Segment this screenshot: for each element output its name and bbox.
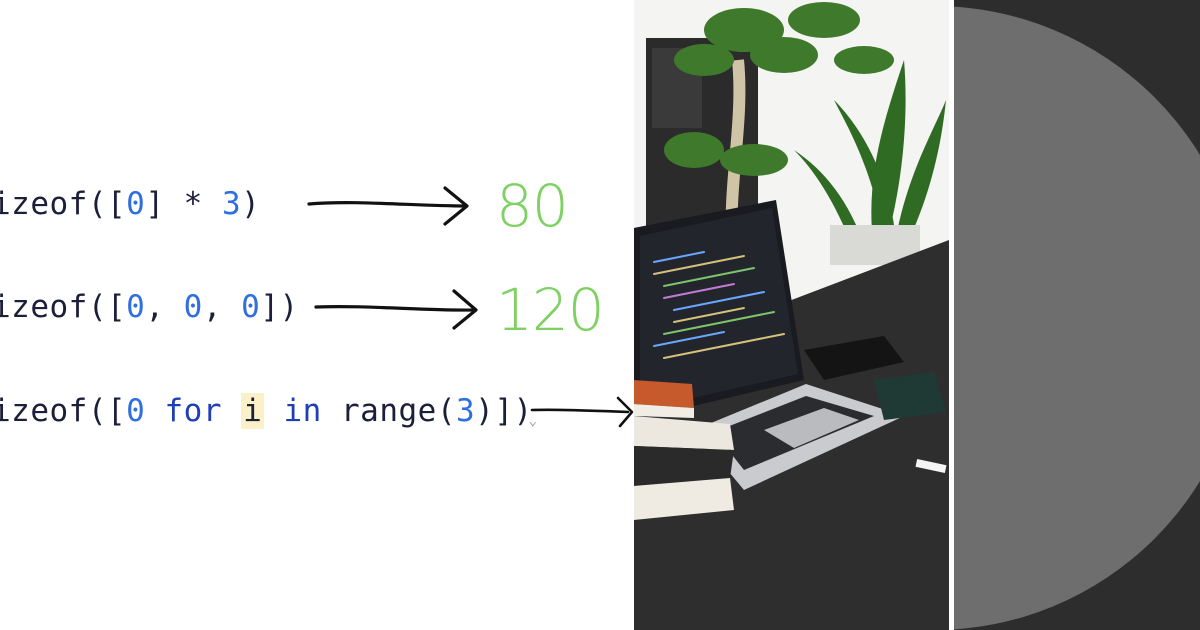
code-text: ): [241, 186, 261, 222]
code-number: 0: [183, 289, 203, 325]
code-text: ,: [202, 289, 242, 325]
code-text: ] *: [145, 186, 222, 222]
gray-circle-shape: [954, 6, 1200, 630]
code-text: izeof([: [0, 289, 127, 325]
code-text: ,: [145, 289, 184, 325]
code-text: ]): [260, 289, 299, 325]
code-line-1: izeof([0] * 3): [0, 186, 260, 222]
code-text: izeof([: [0, 186, 127, 222]
result-value: 80: [496, 172, 569, 240]
code-line-3: izeof([0 for i in range(3)])⌄: [0, 393, 538, 429]
code-function: range(: [341, 393, 456, 429]
code-number: 0: [126, 289, 146, 325]
code-number: 0: [241, 289, 261, 325]
code-number: 0: [126, 186, 146, 222]
code-number: 3: [456, 393, 476, 429]
panel-divider: [949, 0, 954, 630]
code-text: [264, 393, 283, 429]
code-keyword: for: [164, 393, 222, 429]
code-text: izeof([: [0, 393, 127, 429]
code-panel: izeof([0] * 3) izeof([0, 0, 0]) izeof([0…: [0, 172, 634, 429]
code-text: [322, 393, 341, 429]
code-number: 3: [221, 186, 242, 222]
code-text: [222, 393, 241, 429]
code-text: [145, 393, 164, 429]
result-value: 120: [496, 276, 605, 344]
arrow-icon: [307, 186, 469, 226]
dark-panel: [954, 0, 1200, 630]
arrow-icon: [314, 289, 478, 330]
code-keyword: in: [283, 393, 322, 429]
desk-scene-image: [634, 0, 949, 630]
arrow-icon: [530, 396, 634, 428]
laptop-photo: [634, 0, 949, 630]
code-text: )]): [475, 393, 533, 429]
warning-squiggle-icon: ⌄: [528, 413, 538, 429]
code-number: 0: [126, 393, 146, 429]
highlighted-variable: i: [241, 393, 265, 429]
code-line-2: izeof([0, 0, 0]): [0, 289, 299, 325]
